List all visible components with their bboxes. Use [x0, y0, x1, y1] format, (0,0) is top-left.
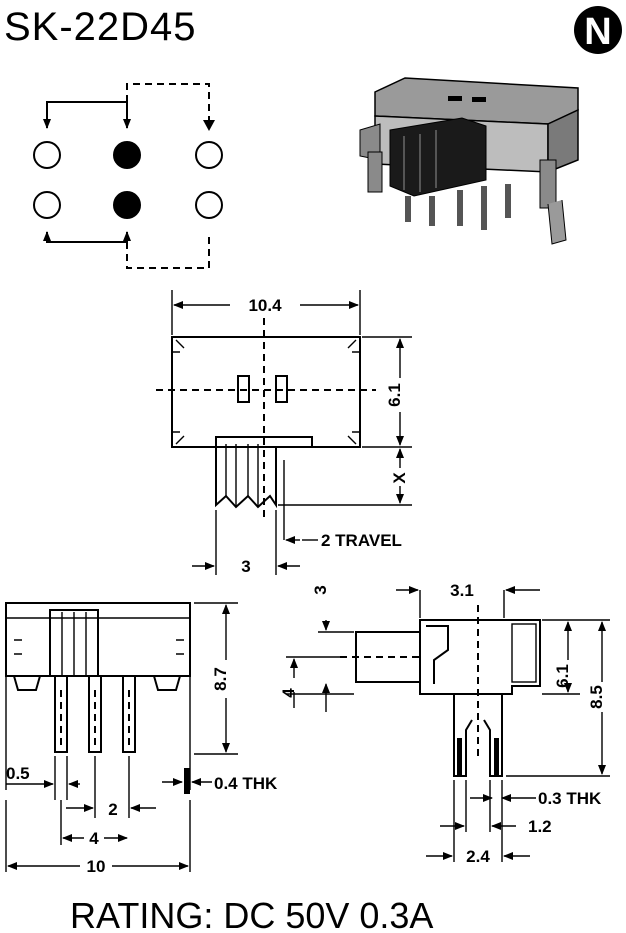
- dim-top-height: 6.1: [385, 383, 404, 407]
- front-view: 8.7 0.5 0.4 THK 2 4 10: [5, 602, 278, 876]
- switch-schematic: [33, 83, 223, 269]
- dim-pin-thickness: 0.4 THK: [214, 774, 278, 793]
- rating-label: RATING: DC 50V 0.3A: [70, 895, 433, 933]
- dim-side-body-height: 6.1: [553, 664, 572, 688]
- dim-pin-pitch: 2: [108, 800, 117, 819]
- brand-logo-letter: N: [584, 11, 611, 53]
- dim-side-actuator-height: 4: [279, 688, 298, 698]
- brand-logo: N: [574, 6, 622, 54]
- dim-top-width: 10.4: [248, 296, 282, 315]
- dim-side-top: 3.1: [450, 581, 474, 600]
- dim-side-pin-thickness: 0.3 THK: [538, 789, 602, 808]
- dim-front-height: 8.7: [211, 667, 230, 691]
- dim-top-x: X: [390, 472, 409, 484]
- dim-pin-span: 4: [89, 829, 99, 848]
- part-number-title: SK-22D45: [4, 5, 197, 49]
- top-view: 10.4 6.1 X 2 TRAVEL 3: [156, 290, 412, 576]
- dim-front-width: 10: [87, 857, 106, 876]
- dim-actuator-width: 3: [241, 557, 250, 576]
- dim-pin-offset: 0.5: [6, 764, 30, 783]
- side-view: 3.1 3 4 6.1 8.5 0.3 THK 1.2 2.4: [279, 581, 610, 866]
- dim-side-pin-span: 2.4: [466, 847, 490, 866]
- dim-side-total-height: 8.5: [587, 685, 606, 709]
- dim-side-pin-gap: 1.2: [528, 817, 552, 836]
- dim-travel: 2 TRAVEL: [321, 531, 402, 550]
- switch-photo: [359, 77, 579, 245]
- dim-side-actuator-offset: 3: [311, 585, 330, 594]
